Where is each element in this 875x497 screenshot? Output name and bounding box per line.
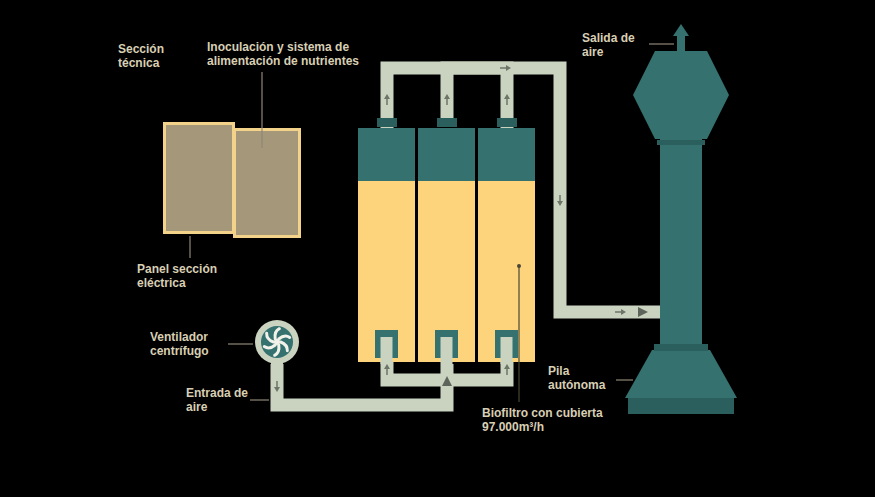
leader-line [228,343,253,344]
biofilter: Biofiltro con cubierta 97.000m³/h [356,126,538,364]
cabinet-box [235,130,300,237]
flow-arrow [444,94,450,105]
exhaust-pipe [677,36,685,52]
filter-cover [418,128,475,181]
node-shape [233,128,301,238]
cabinet-box [165,124,234,233]
fan-blade [264,345,275,348]
filter-bed [358,181,415,362]
leader-line [250,399,269,400]
stack-collar [657,140,705,145]
flow-arrow-head [384,94,390,99]
flow-arrow-head [557,201,563,206]
leader-line [649,43,674,44]
centrifugal-fan: Ventilador centrífugo [255,320,299,364]
fan-blade [279,336,290,339]
flow-arrow [504,364,510,375]
stack-head [633,51,729,139]
section-label: Sección técnica [118,42,180,70]
outlet-cap [497,118,517,127]
flow-arrow [384,94,390,105]
node-label: Biofiltro con cubierta 97.000m³/h [482,406,608,434]
flow-arrow [504,94,510,105]
node-shape [255,320,299,364]
flow-arrow [384,364,390,375]
filter-bed [418,181,475,362]
intake-pipe [441,337,453,364]
flow-arrow-head [621,309,626,315]
filter-bed [478,181,535,362]
outlet-cap [437,118,457,127]
flow-arrow [274,381,280,392]
fan-blade [281,342,288,351]
flow-arrow [500,65,511,71]
fan-rotor [261,326,293,358]
leader-line [189,236,190,258]
node-shape [356,126,538,364]
intake-pipe [501,337,513,364]
flow-label: Entrada de aire [186,386,248,414]
air-duct [277,364,447,405]
leader-line [518,266,519,402]
flow-arrow-head [444,94,450,99]
node-label: Panel sección eléctrica [137,262,229,290]
stack-column [660,138,702,352]
node-label: Inoculación y sistema de alimentación de… [207,40,387,68]
stack-collar [654,344,708,351]
flow-arrow [615,309,626,315]
exhaust-arrow [673,24,689,36]
exhaust-stack: Pila autónoma [660,140,702,350]
outlet-cap [377,118,397,127]
node-shape [660,140,702,350]
fan-blade [267,333,274,342]
flow-arrow-head [506,65,511,71]
node-label: Pila autónoma [548,364,614,392]
node-label: Ventilador centrífugo [150,330,226,358]
filter-cover [358,128,415,181]
stack-base [625,350,737,398]
filter-cover [478,128,535,181]
leader-line [616,379,633,380]
intake-pipe [381,337,393,364]
flow-arrow-head [504,364,510,369]
flow-label: Salida de aire [582,31,646,59]
flow-arrow-head [274,387,280,392]
stack-plate [628,398,734,414]
flow-arrow-head [504,94,510,99]
node-shape [163,122,235,234]
flow-arrow-head [384,364,390,369]
nutrient-unit: Inoculación y sistema de alimentación de… [233,128,301,238]
flow-arrow [557,195,563,206]
leader-line [261,72,262,148]
electrical-panel: Panel sección eléctrica [163,122,235,234]
fan-housing [255,320,299,364]
fan-hub [274,339,280,345]
